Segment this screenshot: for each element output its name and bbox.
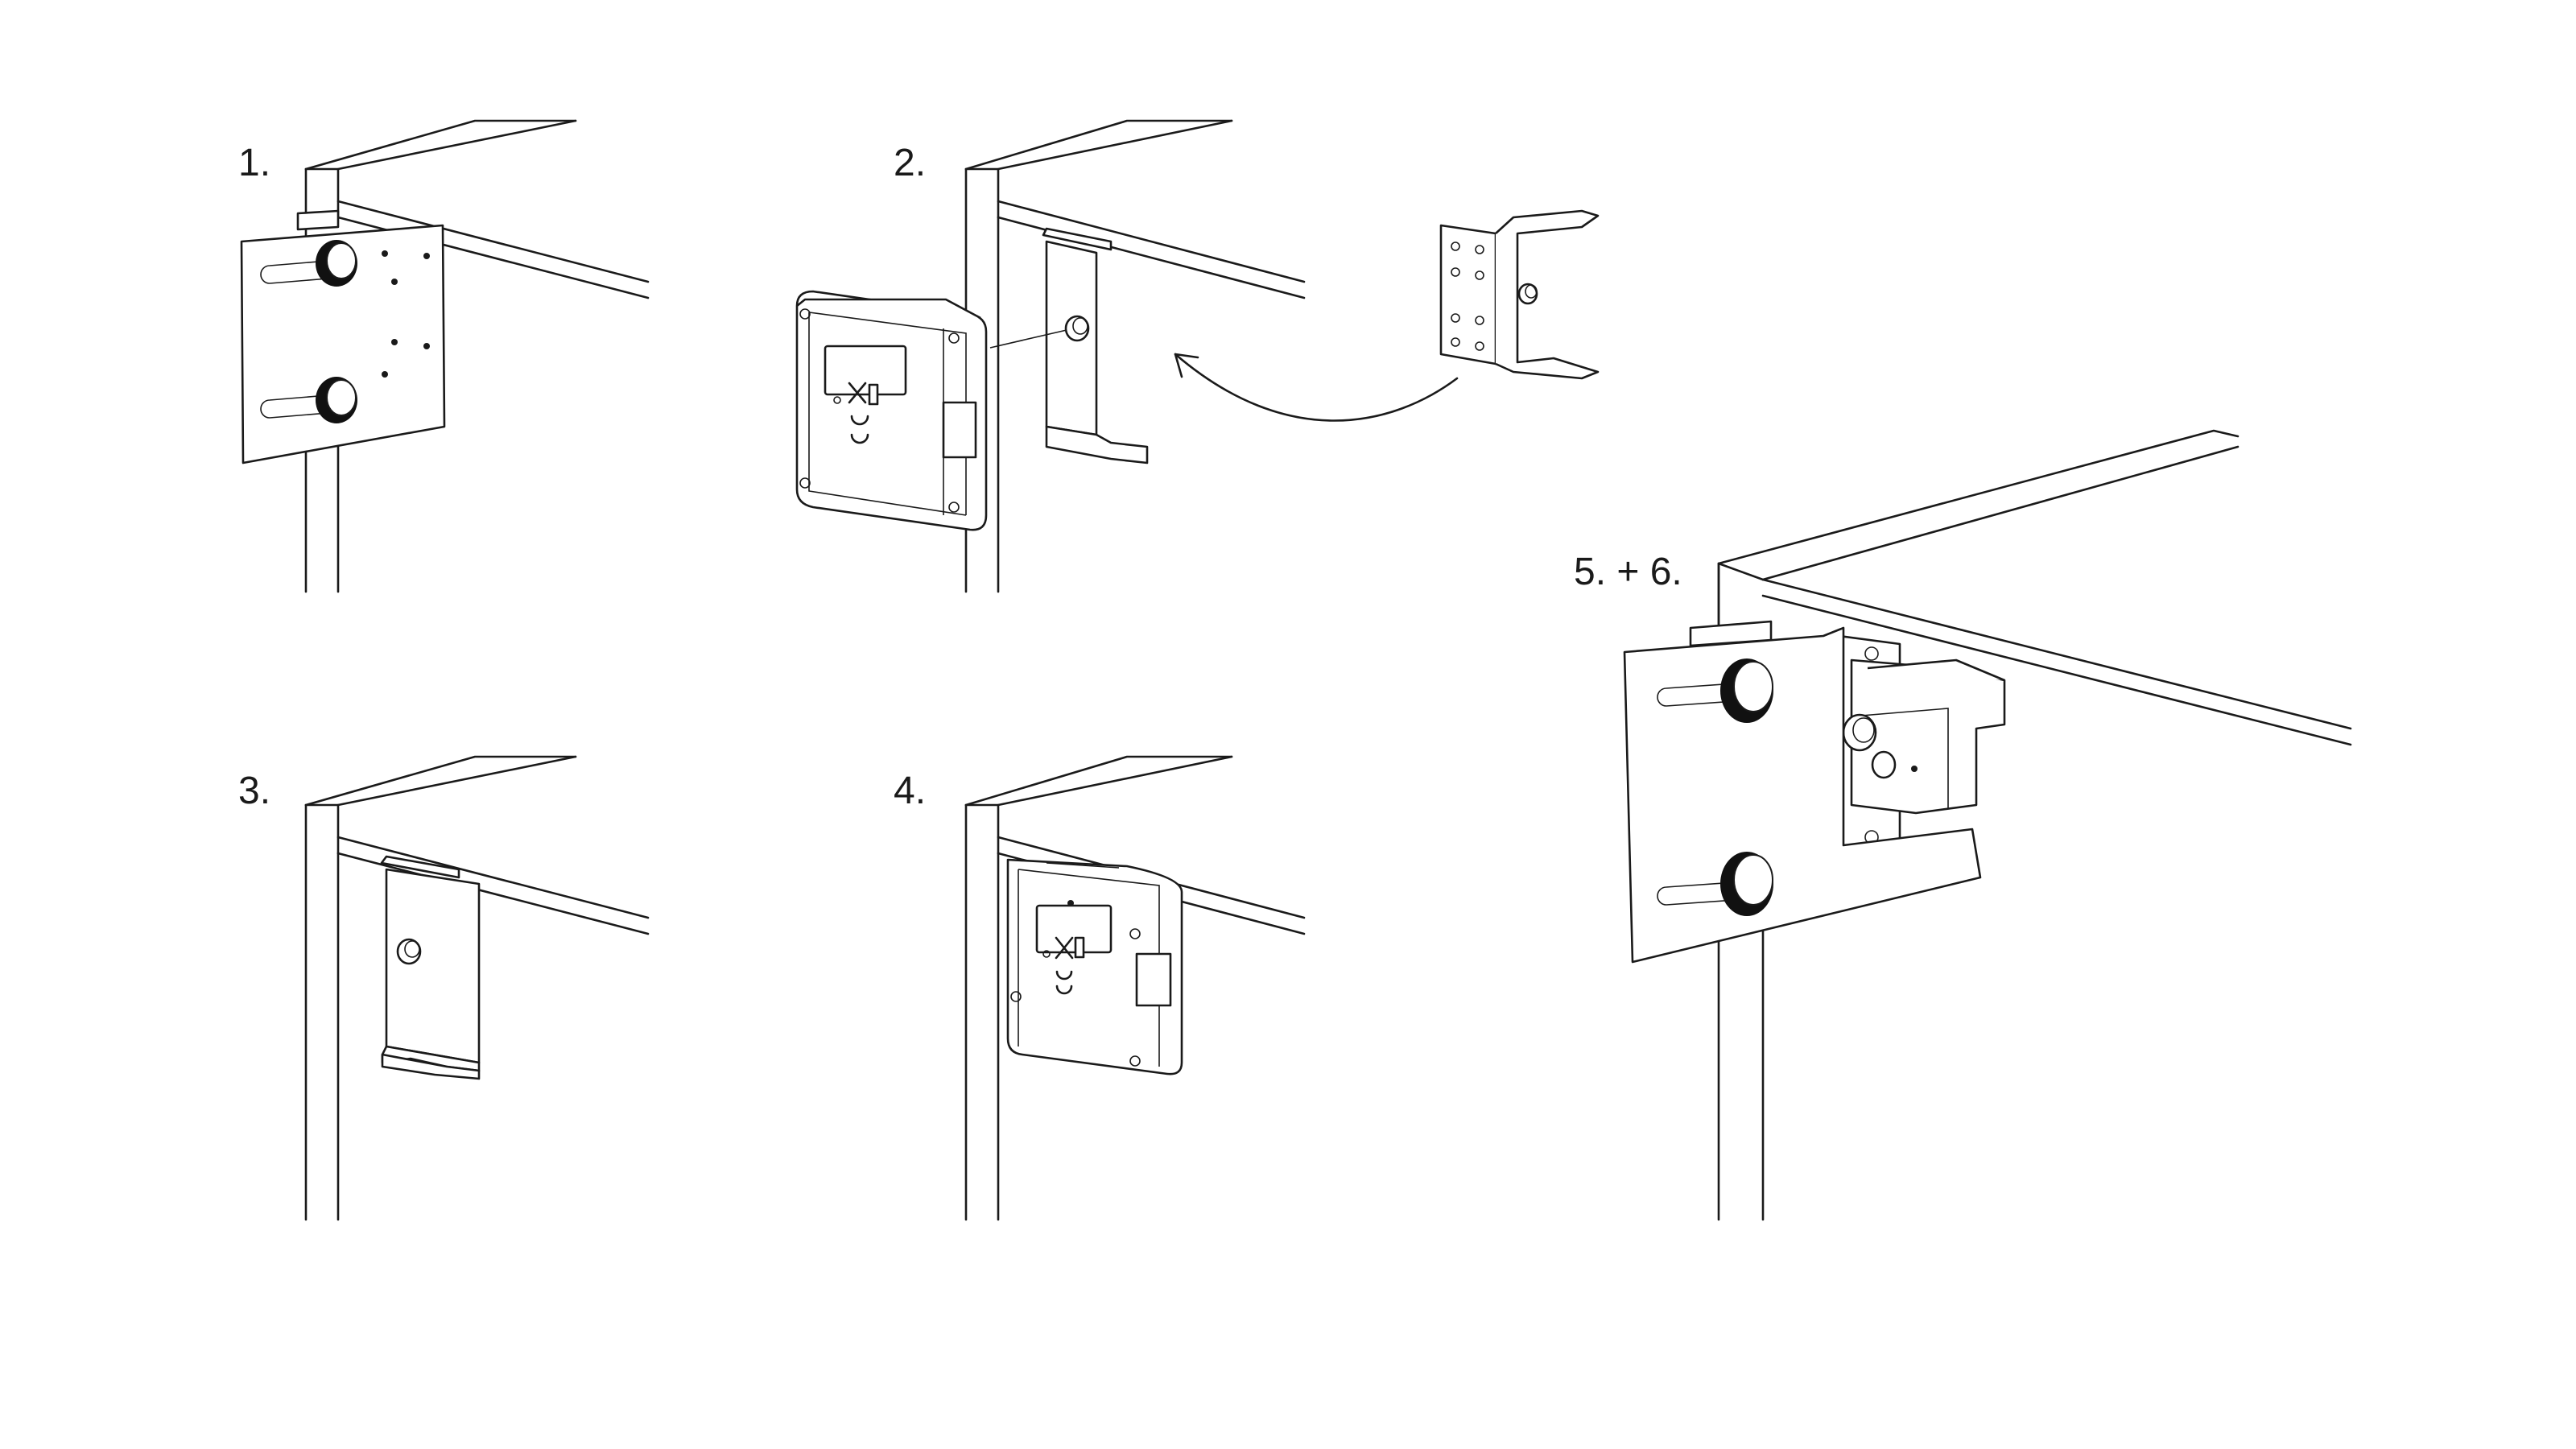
step-4-label: 4. [894, 770, 926, 812]
display-window [824, 345, 907, 396]
step-5-6-panel: 5. + 6. [1574, 429, 2352, 1221]
electronic-lock-unit [795, 290, 988, 531]
step-1-panel: 1. [238, 119, 650, 593]
adjustment-knob-upper [316, 240, 357, 287]
step-4-panel: 4. [894, 755, 1306, 1221]
display-window [1035, 904, 1113, 954]
cabinet-frame [964, 119, 1306, 593]
cabinet-frame [304, 755, 650, 1221]
cabinet-frame [1717, 429, 2352, 1221]
adjustment-knob-lower [316, 377, 357, 423]
rfid-reader-mark [848, 382, 867, 404]
status-indicator-icon [1055, 970, 1073, 995]
step-3-label: 3. [238, 770, 270, 812]
lock-mechanism [1838, 634, 2006, 855]
step-3-panel: 3. [238, 755, 650, 1221]
mounting-plate [1623, 620, 1982, 964]
step-2-panel: 2. [795, 119, 1600, 593]
step-1-label: 1. [238, 142, 270, 184]
install-arrow [1174, 353, 1459, 422]
mounting-plate [240, 209, 446, 464]
status-indicator-icon [850, 415, 869, 444]
electronic-lock-unit [1006, 858, 1183, 1075]
rfid-reader-mark [1055, 936, 1074, 960]
alignment-line [989, 329, 1067, 349]
step-2-label: 2. [894, 142, 926, 184]
adjustment-knob-lower [1720, 852, 1773, 916]
bracket-detail [1439, 209, 1600, 380]
mounting-bracket [380, 855, 481, 1080]
adjustment-knob-upper [1720, 658, 1773, 723]
mounting-bracket [1042, 227, 1149, 464]
step-5-6-label: 5. + 6. [1574, 551, 1682, 593]
